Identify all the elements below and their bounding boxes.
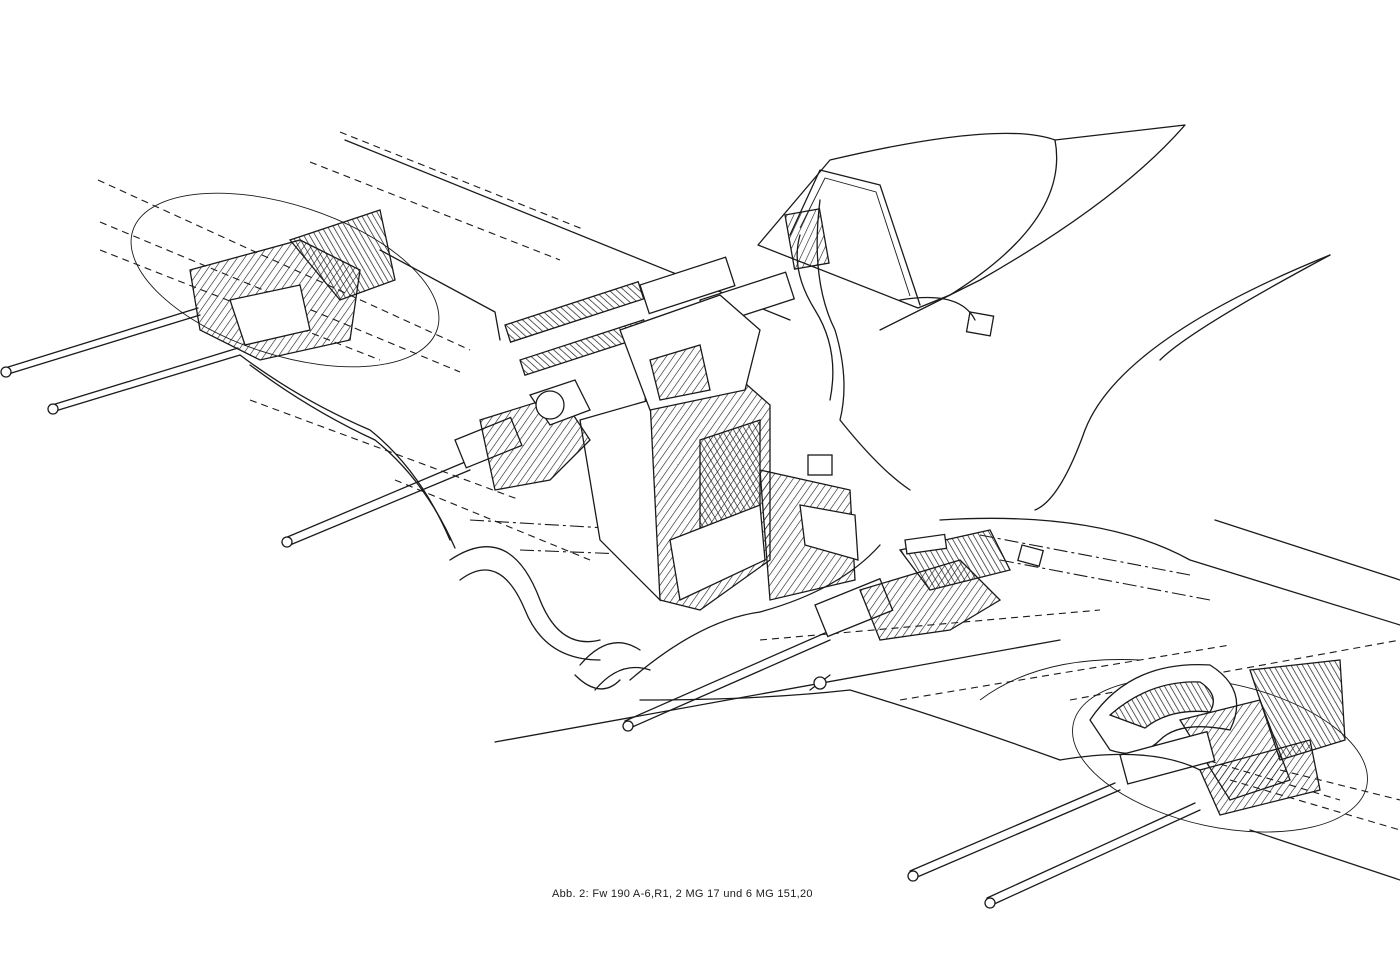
left-outer-gun-pod xyxy=(0,209,456,549)
right-outer-barrel-lower xyxy=(991,809,1201,906)
right-inner-mg151 xyxy=(622,529,1061,761)
fittings xyxy=(574,454,1045,691)
right-inner-mg151-barrel xyxy=(629,639,831,729)
right-outer-barrel-upper xyxy=(914,789,1121,879)
left-outer-barrel-lower xyxy=(51,354,241,413)
cockpit-junction-box xyxy=(784,208,830,270)
left-outer-barrel-upper xyxy=(4,314,201,376)
left-inner-mg151 xyxy=(281,379,591,548)
canopy-frame xyxy=(789,169,921,306)
cockpit-wiring xyxy=(816,199,911,491)
fuselage-weapons-bay xyxy=(449,199,995,691)
tail-fin-outline xyxy=(1034,254,1331,511)
figure-caption: Abb. 2: Fw 190 A-6,R1, 2 MG 17 und 6 MG … xyxy=(552,888,813,900)
fuselage-ammo-box-front xyxy=(579,399,661,602)
cooling-hose xyxy=(449,546,601,643)
fuselage-spine xyxy=(879,124,1186,331)
right-wing-leading-edge xyxy=(494,639,1061,743)
right-wing-trailing-edge xyxy=(939,517,1400,626)
left-inner-mg151-barrel xyxy=(289,469,471,546)
right-outer-gun-fairing xyxy=(1072,677,1368,833)
right-outer-gun-pod xyxy=(907,659,1346,909)
mg17-left xyxy=(504,256,736,343)
